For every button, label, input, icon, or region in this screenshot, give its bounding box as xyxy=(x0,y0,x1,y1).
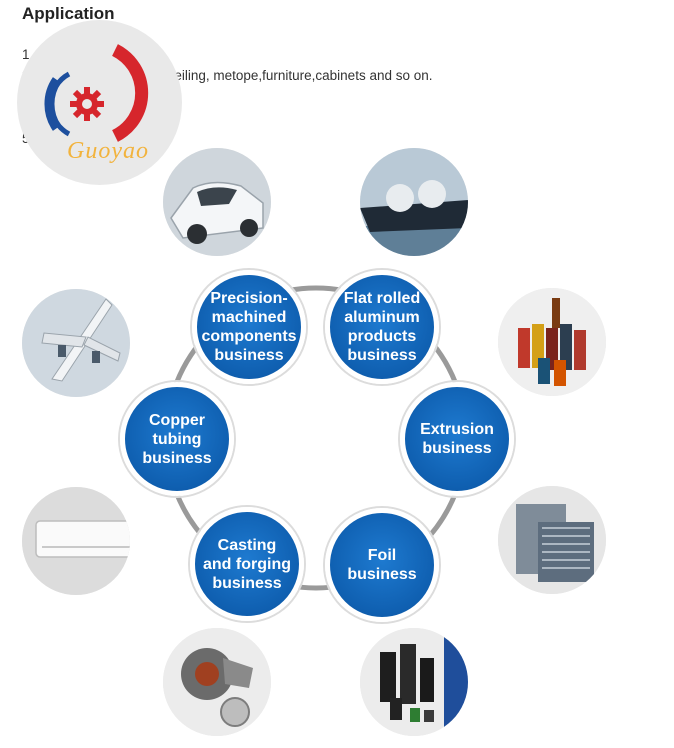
node-extrusion: Extrusion business xyxy=(400,382,514,496)
node-label: Precision- machined components business xyxy=(201,290,297,364)
photo-capacitors xyxy=(360,628,468,736)
node-label: Copper tubing business xyxy=(142,411,212,467)
company-logo: Guoyao xyxy=(17,20,182,185)
photo-airplane xyxy=(22,289,130,397)
radiator-icon xyxy=(498,486,606,594)
photo-air-conditioner xyxy=(22,487,130,595)
turbocharger-icon xyxy=(163,628,271,736)
car-icon xyxy=(163,148,271,256)
gear-logo-icon xyxy=(44,44,149,142)
photo-turbocharger xyxy=(163,628,271,736)
airplane-icon xyxy=(22,289,130,397)
section-title: Application xyxy=(22,4,115,23)
node-copper-tubing: Copper tubing business xyxy=(120,382,234,496)
capacitor-icon xyxy=(360,628,468,736)
air-conditioner-icon xyxy=(22,487,130,595)
photo-radiator xyxy=(498,486,606,594)
node-label: Casting and forging business xyxy=(203,536,291,592)
node-flat-rolled: Flat rolled aluminum products business xyxy=(325,270,439,384)
beverage-cans-icon xyxy=(498,288,606,396)
node-foil: Foil business xyxy=(325,508,439,622)
node-label: Flat rolled aluminum products business xyxy=(343,290,421,364)
node-label: Foil business xyxy=(347,547,417,583)
logo-text: Guoyao xyxy=(67,138,149,164)
node-precision-machined: Precision- machined components business xyxy=(192,270,306,384)
node-label: Extrusion business xyxy=(420,421,494,457)
photo-ship xyxy=(360,148,468,256)
photo-beverage-cans xyxy=(498,288,606,396)
photo-car xyxy=(163,148,271,256)
ship-icon xyxy=(360,148,468,256)
node-casting-forging: Casting and forging business xyxy=(190,507,304,621)
